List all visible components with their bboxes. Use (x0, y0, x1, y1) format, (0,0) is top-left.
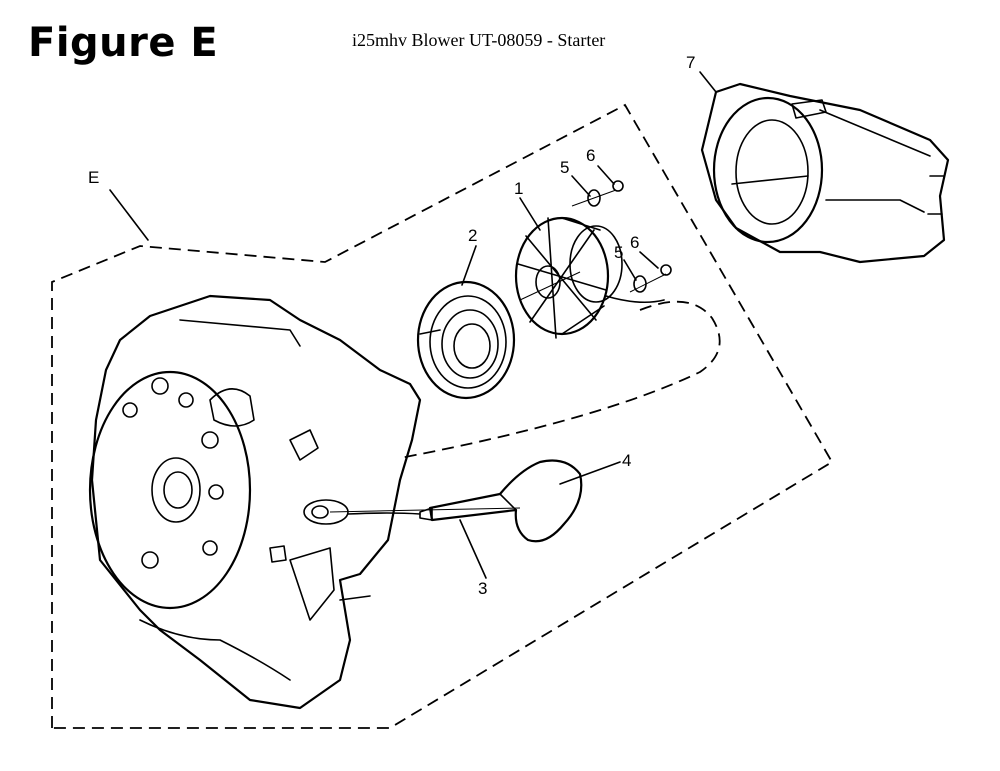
callout-part-5b: 5 (614, 243, 623, 262)
figure-subtitle: i25mhv Blower UT-08059 - Starter (352, 30, 606, 50)
part-3-starter-rope (347, 512, 421, 515)
figure-title: Figure E (28, 20, 219, 66)
callout-part-5a: 5 (560, 158, 569, 177)
callout-part-6a: 6 (586, 146, 595, 165)
callout-part-7: 7 (686, 53, 695, 72)
starter-housing (88, 294, 422, 710)
callout-part-3: 3 (478, 579, 487, 598)
callout-part-4: 4 (622, 451, 631, 470)
leader-4 (559, 461, 621, 485)
axis-reel (519, 271, 581, 301)
callout-part-1: 1 (514, 179, 523, 198)
leader-6b (639, 251, 659, 269)
assembly-boundary (51, 103, 834, 729)
leader-6a (597, 165, 615, 185)
leader-5b (623, 259, 637, 281)
rope-tail (605, 295, 665, 304)
leader-7 (699, 71, 717, 93)
axis-screw-a (571, 189, 617, 207)
part-6-screw-b (660, 264, 672, 276)
leader-2 (461, 245, 477, 286)
leader-1 (519, 197, 541, 231)
part-6-screw-a (612, 180, 624, 192)
callout-part-2: 2 (468, 226, 477, 245)
callout-part-6b: 6 (630, 233, 639, 252)
part-1-starter-reel (514, 216, 623, 339)
part-5-washer-a (587, 189, 601, 207)
leader-e (109, 189, 149, 241)
leader-5a (571, 175, 591, 197)
callout-e: E (88, 168, 99, 187)
leader-3 (459, 519, 487, 579)
part-4-starter-handle (419, 459, 583, 543)
part-2-recoil-spring (416, 280, 516, 400)
cord-routing-dashed (399, 300, 721, 459)
part-5-washer-b (633, 275, 647, 293)
part-7-fan-cover (700, 82, 950, 264)
